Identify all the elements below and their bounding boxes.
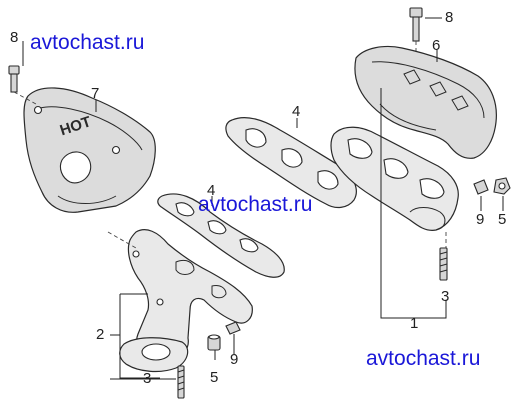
heat-shield-left — [23, 87, 156, 213]
bolt-8-left — [8, 65, 37, 105]
watermark-center: avtochast.ru — [198, 193, 313, 216]
nut-5-left — [207, 334, 221, 351]
washer-9-left — [225, 321, 241, 335]
callout-8-left: 8 — [10, 29, 19, 46]
callout-3-right: 3 — [441, 288, 450, 305]
nut-5-right — [493, 177, 511, 195]
callout-6: 6 — [432, 37, 441, 54]
heat-shield-right — [354, 45, 497, 159]
callout-4-left: 4 — [207, 182, 216, 199]
callout-1: 1 — [410, 315, 419, 332]
stud-3-right — [439, 247, 448, 281]
bolt-8-right — [409, 7, 423, 60]
callout-3-left: 3 — [143, 370, 152, 387]
callout-8-right: 8 — [445, 9, 454, 26]
stud-3-left — [177, 365, 185, 399]
callout-5-right: 5 — [498, 211, 507, 228]
watermark-bottom-right: avtochast.ru — [366, 347, 481, 370]
watermark-top-left: avtochast.ru — [30, 31, 145, 54]
washer-9-right — [473, 179, 489, 195]
callout-9-left: 9 — [230, 351, 239, 368]
callout-7: 7 — [91, 85, 100, 102]
callout-9-right: 9 — [476, 211, 485, 228]
gasket-left — [157, 193, 285, 278]
callout-5-left: 5 — [210, 369, 219, 386]
leader-lines — [22, 17, 504, 380]
exhaust-manifold-right — [330, 126, 459, 248]
gasket-right — [225, 117, 357, 209]
callout-2: 2 — [96, 326, 105, 343]
callout-4-right: 4 — [292, 103, 301, 120]
exhaust-manifold-left — [107, 229, 253, 373]
